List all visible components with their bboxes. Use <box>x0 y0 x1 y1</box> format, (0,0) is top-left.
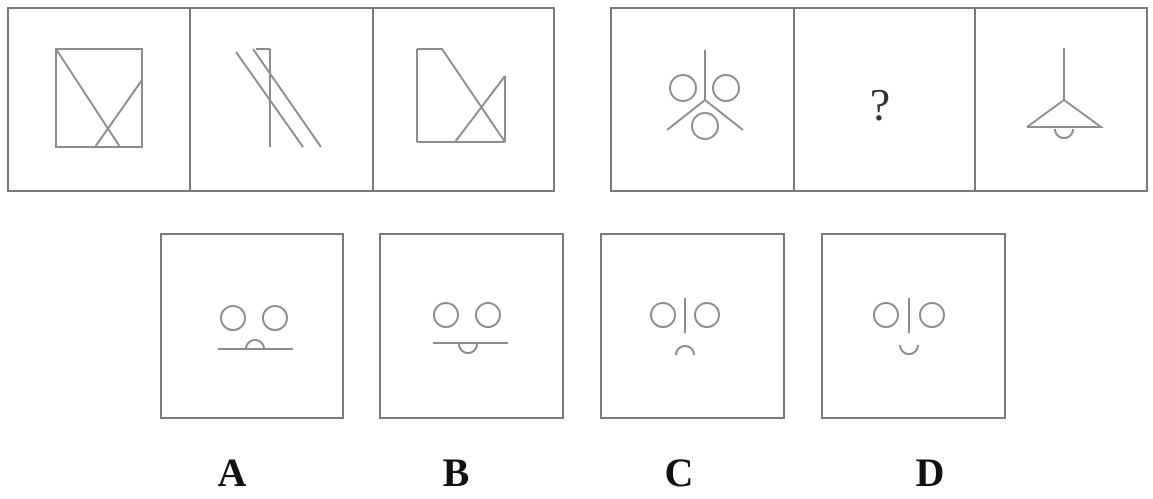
option-a-box[interactable] <box>161 234 343 418</box>
option-b-box[interactable] <box>380 234 563 418</box>
right-cell-1 <box>611 8 794 191</box>
option-d-box[interactable] <box>822 234 1005 418</box>
option-c-label: C <box>665 450 694 495</box>
left-sequence <box>8 8 554 191</box>
right-sequence: ? <box>611 8 1147 191</box>
option-b-label: B <box>443 450 470 495</box>
options: A B C <box>161 234 1005 495</box>
left-cell-2 <box>190 8 373 191</box>
option-b[interactable]: B <box>380 234 563 495</box>
left-cell-1 <box>8 8 190 191</box>
option-a[interactable]: A <box>161 234 343 495</box>
option-d-label: D <box>916 450 945 495</box>
option-c-box[interactable] <box>601 234 784 418</box>
left-cell-3 <box>373 8 554 191</box>
right-cell-3 <box>975 8 1147 191</box>
option-a-label: A <box>218 450 247 495</box>
question-mark: ? <box>870 79 890 130</box>
option-d[interactable]: D <box>822 234 1005 495</box>
option-c[interactable]: C <box>601 234 784 495</box>
